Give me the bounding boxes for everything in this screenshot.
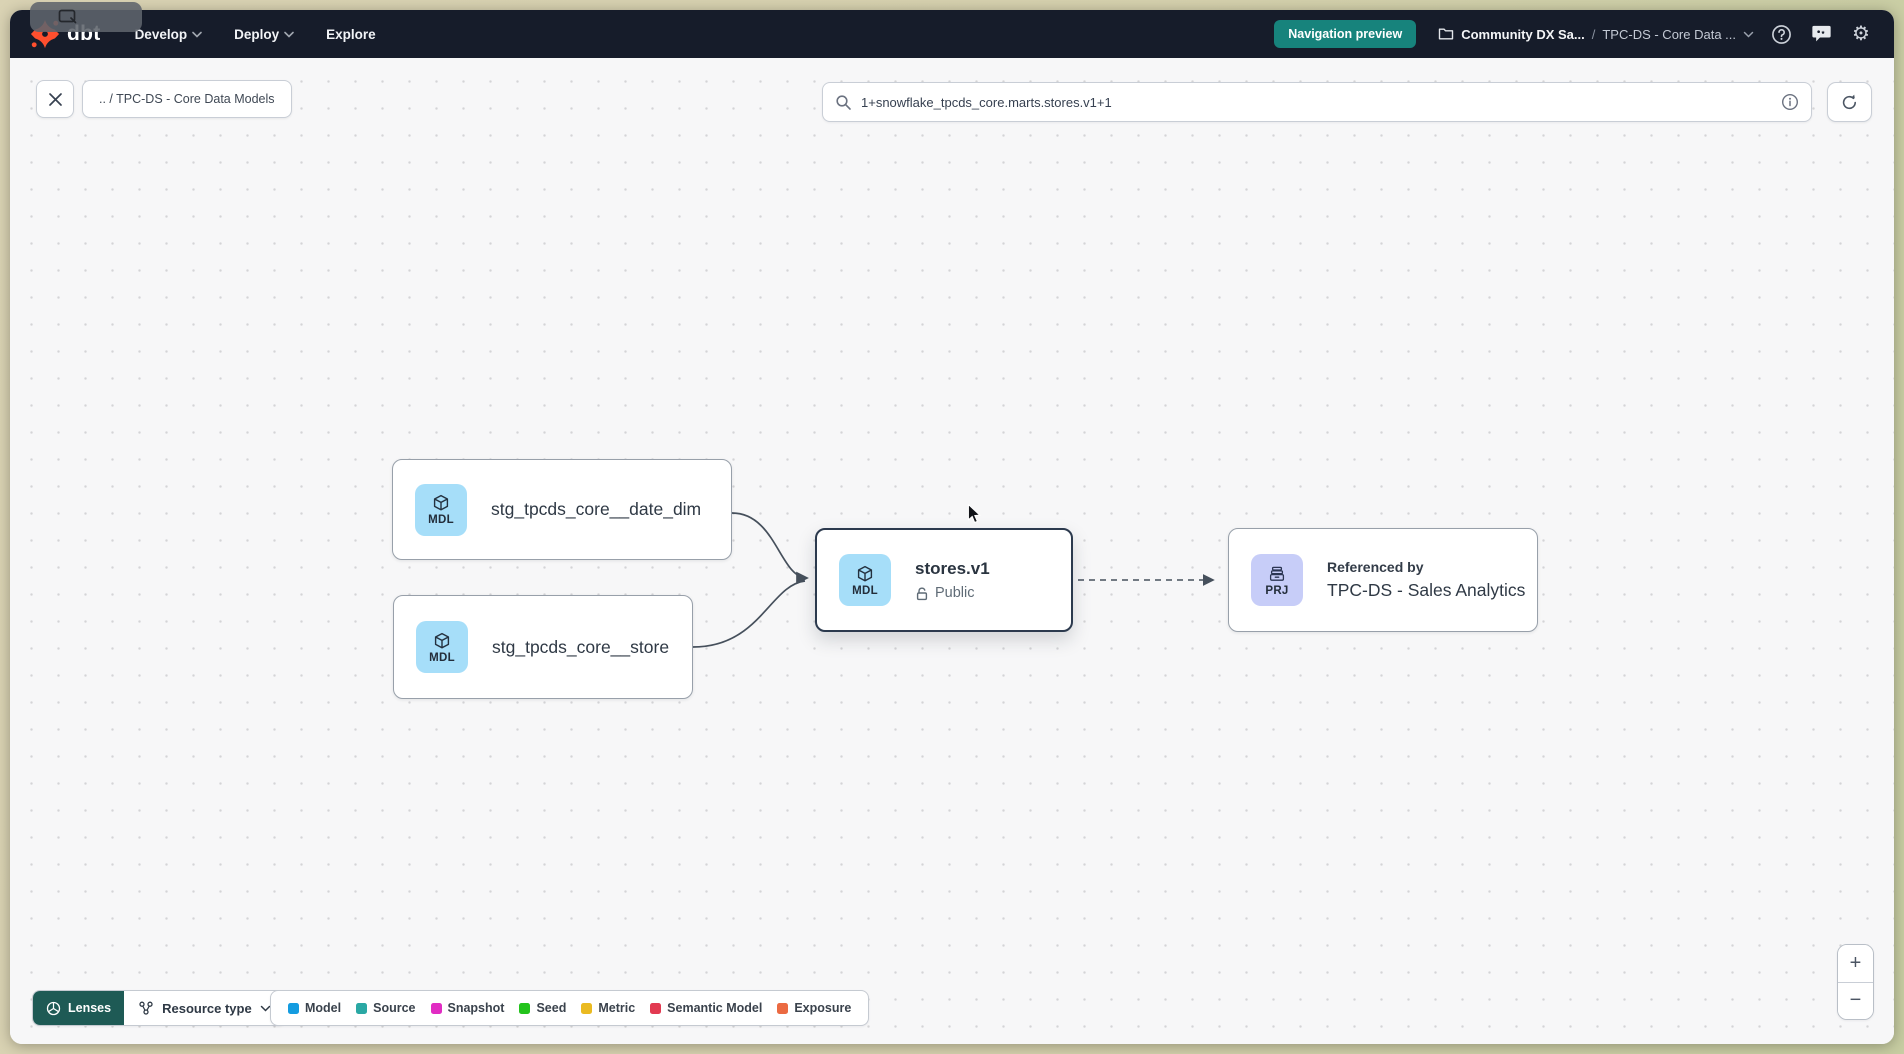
- search-icon: [836, 94, 851, 110]
- menu-explore-label: Explore: [326, 26, 376, 42]
- legend-swatch: [519, 1002, 531, 1014]
- navbar-right: Navigation preview Community DX Sa... / …: [1274, 20, 1874, 48]
- folder-icon: [1439, 28, 1454, 40]
- legend-item-exposure: Exposure: [777, 1001, 851, 1015]
- legend-swatch: [777, 1002, 789, 1014]
- canvas-zoom-controls: + −: [1837, 944, 1874, 1020]
- lock-open-icon: [916, 587, 928, 600]
- navigation-preview-button[interactable]: Navigation preview: [1274, 20, 1417, 48]
- model-badge: MDL: [415, 483, 467, 536]
- resource-type-dropdown[interactable]: Resource type: [124, 991, 285, 1025]
- zoom-divider: [1838, 981, 1873, 983]
- screen-window-icon: [58, 9, 77, 24]
- legend-label: Snapshot: [447, 1001, 505, 1015]
- cube-icon: [434, 632, 450, 648]
- lineage-path-chip[interactable]: .. / TPC-DS - Core Data Models: [82, 80, 292, 118]
- menu-develop-label: Develop: [134, 26, 188, 42]
- breadcrumb: Community DX Sa... / TPC-DS - Core Data …: [1438, 27, 1754, 42]
- legend-label: Seed: [536, 1001, 567, 1015]
- settings-gear-icon[interactable]: ⚙: [1852, 23, 1870, 45]
- graph-nodes-icon: [139, 1001, 153, 1015]
- node-stores-v1-selected[interactable]: MDL stores.v1 Public: [815, 528, 1073, 632]
- node-access-row: Public: [915, 585, 990, 601]
- lineage-search-bar: [822, 82, 1812, 122]
- model-badge: MDL: [839, 554, 891, 606]
- legend-item-seed: Seed: [519, 1001, 566, 1015]
- help-icon[interactable]: [1768, 21, 1794, 47]
- legend-label: Model: [305, 1001, 342, 1015]
- node-label: TPC-DS - Sales Analytics: [1327, 580, 1526, 600]
- breadcrumb-separator: /: [1591, 26, 1596, 42]
- app-window: dbt Develop Deploy Explore Navigation pr…: [10, 10, 1894, 1044]
- badge-label: PRJ: [1265, 584, 1289, 597]
- close-lineage-button[interactable]: [36, 80, 74, 118]
- node-text-block: stores.v1 Public: [915, 559, 990, 601]
- node-referenced-by-sales-analytics[interactable]: PRJ Referenced by TPC-DS - Sales Analyti…: [1228, 528, 1538, 632]
- node-stg-tpcds-core-date-dim[interactable]: MDL stg_tpcds_core__date_dim: [392, 459, 732, 560]
- close-icon: [48, 92, 62, 106]
- chevron-down-icon[interactable]: [1743, 31, 1754, 38]
- breadcrumb-section[interactable]: TPC-DS - Core Data ...: [1602, 26, 1736, 42]
- selector-search-input[interactable]: [861, 94, 1772, 110]
- legend-swatch: [288, 1002, 299, 1014]
- legend-item-metric: Metric: [581, 1001, 635, 1015]
- chevron-down-icon: [260, 1005, 270, 1012]
- main-menu: Develop Deploy Explore: [135, 27, 376, 42]
- badge-label: MDL: [429, 651, 455, 664]
- breadcrumb-project[interactable]: Community DX Sa...: [1461, 26, 1585, 42]
- resource-type-label: Resource type: [162, 1000, 252, 1016]
- feedback-icon[interactable]: [1808, 21, 1834, 47]
- edge-date-dim-to-stores: [731, 512, 809, 585]
- top-navbar: dbt Develop Deploy Explore Navigation pr…: [10, 10, 1894, 58]
- zoom-in-button[interactable]: +: [1838, 945, 1873, 982]
- legend-item-source: Source: [356, 1001, 416, 1015]
- chevron-down-icon: [284, 31, 294, 38]
- lenses-label: Lenses: [68, 1001, 112, 1015]
- refresh-lineage-button[interactable]: [1827, 82, 1872, 122]
- cube-icon: [433, 494, 449, 511]
- edge-store-to-stores: [692, 580, 806, 648]
- legend-label: Exposure: [794, 1001, 852, 1015]
- info-icon[interactable]: [1781, 93, 1799, 111]
- legend-label: Metric: [598, 1001, 636, 1015]
- chevron-down-icon: [192, 31, 202, 38]
- menu-item-explore[interactable]: Explore: [326, 27, 376, 42]
- badge-label: MDL: [852, 584, 878, 597]
- legend-swatch: [650, 1002, 662, 1014]
- lens-aperture-icon: [46, 1001, 61, 1015]
- menu-item-deploy[interactable]: Deploy: [234, 27, 294, 42]
- legend-label: Source: [373, 1001, 416, 1015]
- node-title: stores.v1: [915, 559, 990, 578]
- legend-item-snapshot: Snapshot: [430, 1001, 505, 1015]
- lenses-control-group: Lenses Resource type: [32, 990, 286, 1026]
- node-label: stg_tpcds_core__date_dim: [491, 499, 702, 519]
- lineage-path-label: .. / TPC-DS - Core Data Models: [99, 92, 275, 106]
- badge-label: MDL: [428, 514, 454, 526]
- lenses-button[interactable]: Lenses: [33, 991, 125, 1025]
- archive-stack-icon: [1269, 566, 1285, 581]
- legend-swatch: [356, 1002, 368, 1014]
- legend-item-model: Model: [288, 1001, 341, 1015]
- cube-icon: [857, 565, 873, 581]
- refresh-icon: [1842, 94, 1856, 109]
- resource-type-legend: Model Source Snapshot Seed Metric Semant…: [270, 990, 870, 1026]
- project-badge: PRJ: [1251, 554, 1303, 606]
- model-badge: MDL: [416, 621, 468, 673]
- legend-swatch: [581, 1002, 593, 1014]
- zoom-out-button[interactable]: −: [1838, 982, 1873, 1019]
- legend-item-semantic-model: Semantic Model: [650, 1001, 762, 1015]
- node-text-block: Referenced by TPC-DS - Sales Analytics: [1327, 559, 1525, 601]
- node-access-label: Public: [935, 585, 975, 601]
- screen-share-pill: [30, 2, 142, 32]
- node-label: stg_tpcds_core__store: [492, 636, 670, 657]
- node-kicker: Referenced by: [1327, 559, 1424, 575]
- menu-item-develop[interactable]: Develop: [135, 27, 203, 42]
- mouse-cursor: [967, 504, 981, 524]
- lineage-canvas[interactable]: .. / TPC-DS - Core Data Models MDL stg_t…: [10, 58, 1894, 1044]
- legend-label: Semantic Model: [667, 1001, 763, 1015]
- node-stg-tpcds-core-store[interactable]: MDL stg_tpcds_core__store: [393, 595, 693, 699]
- menu-deploy-label: Deploy: [234, 26, 280, 42]
- legend-swatch: [430, 1002, 442, 1014]
